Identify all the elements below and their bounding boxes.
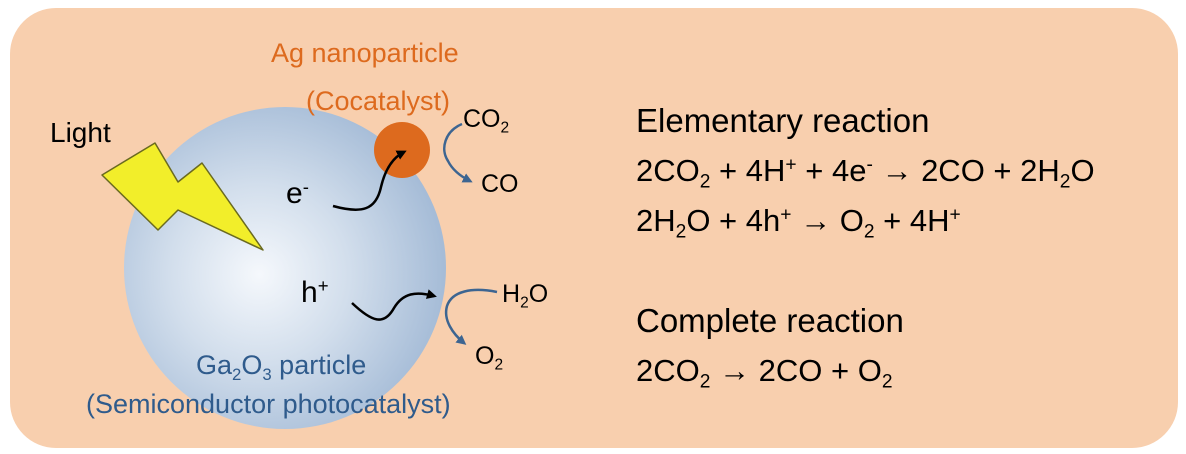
complete-equation: 2CO2 → 2CO + O2	[636, 353, 893, 393]
semiconductor-photocatalyst-label: (Semiconductor photocatalyst)	[86, 389, 451, 419]
h2o-to-o2-arrow	[444, 288, 498, 345]
electron-arrow	[332, 150, 407, 211]
complete-reaction-title: Complete reaction	[636, 302, 904, 339]
hole-arrow	[351, 289, 437, 321]
elementary-equation-2: 2H2O + 4h+ → O2 + 4H+	[636, 203, 961, 243]
cocatalyst-label: (Cocatalyst)	[306, 86, 451, 116]
hole-label: h+	[301, 274, 329, 309]
h2o-label: H2O	[502, 280, 549, 312]
co2-to-co-arrow	[443, 122, 473, 183]
electron-label: e-	[286, 175, 309, 210]
ga2o3-particle-label: Ga2O3 particle	[196, 350, 367, 384]
o2-label: O2	[475, 342, 504, 374]
ag-nanoparticle	[374, 122, 430, 178]
elementary-equation-1: 2CO2 + 4H+ + 4e- → 2CO + 2H2O	[636, 153, 1095, 193]
ag-nanoparticle-label: Ag nanoparticle	[271, 38, 459, 68]
lightning-bolt-icon	[101, 142, 264, 251]
co-label: CO	[481, 170, 519, 198]
light-label: Light	[50, 117, 111, 148]
elementary-reaction-title: Elementary reaction	[636, 102, 930, 139]
co2-label: CO2	[463, 105, 510, 137]
